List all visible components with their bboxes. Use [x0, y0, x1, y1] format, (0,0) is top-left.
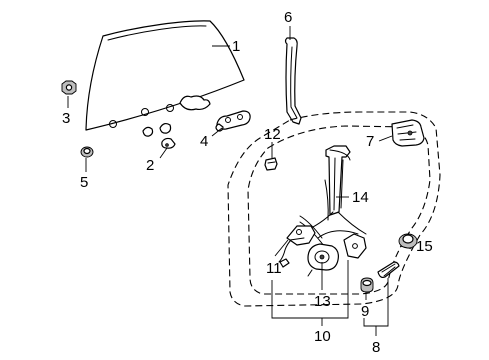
- callout-3: 3: [62, 110, 70, 127]
- callout-15: 15: [416, 238, 433, 255]
- callout-9: 9: [361, 303, 369, 320]
- door-inner-panel-outline: [227, 111, 441, 307]
- callout-6: 6: [284, 9, 292, 26]
- part-5-bushing: [80, 146, 94, 158]
- callout-12: 12: [264, 126, 281, 143]
- callout-4: 4: [200, 133, 208, 150]
- part-6-run-channel: [284, 37, 302, 125]
- callout-7: 7: [366, 133, 374, 150]
- part-10-regulator-bracket-right: [343, 233, 367, 259]
- part-4-bracket: [215, 110, 251, 132]
- part-7-door-lock: [391, 119, 425, 147]
- callout-5: 5: [80, 174, 88, 191]
- part-13-regulator-motor: [307, 243, 339, 277]
- part-15-grommet: [398, 233, 418, 249]
- part-8-clip: [377, 261, 400, 279]
- callout-13: 13: [314, 293, 331, 310]
- callout-1: 1: [232, 38, 240, 55]
- part-12-clip: [264, 157, 278, 171]
- callout-11: 11: [266, 260, 282, 277]
- callout-8: 8: [372, 339, 380, 356]
- callout-2: 2: [146, 157, 154, 174]
- leader-lines: [67, 26, 413, 336]
- callout-labels: 1 2 3 4 5 6 7 8 9 10 11 12 13 14 15: [62, 9, 433, 356]
- part-9-bushing: [360, 277, 374, 293]
- part-11-regulator-bracket: [286, 225, 316, 246]
- door-glass: [85, 20, 245, 131]
- callout-14: 14: [352, 189, 369, 206]
- glass-clips: [142, 122, 176, 149]
- callout-10: 10: [314, 328, 331, 345]
- part-14-regulator-rail: [324, 145, 351, 221]
- part-3-nut: [61, 80, 77, 95]
